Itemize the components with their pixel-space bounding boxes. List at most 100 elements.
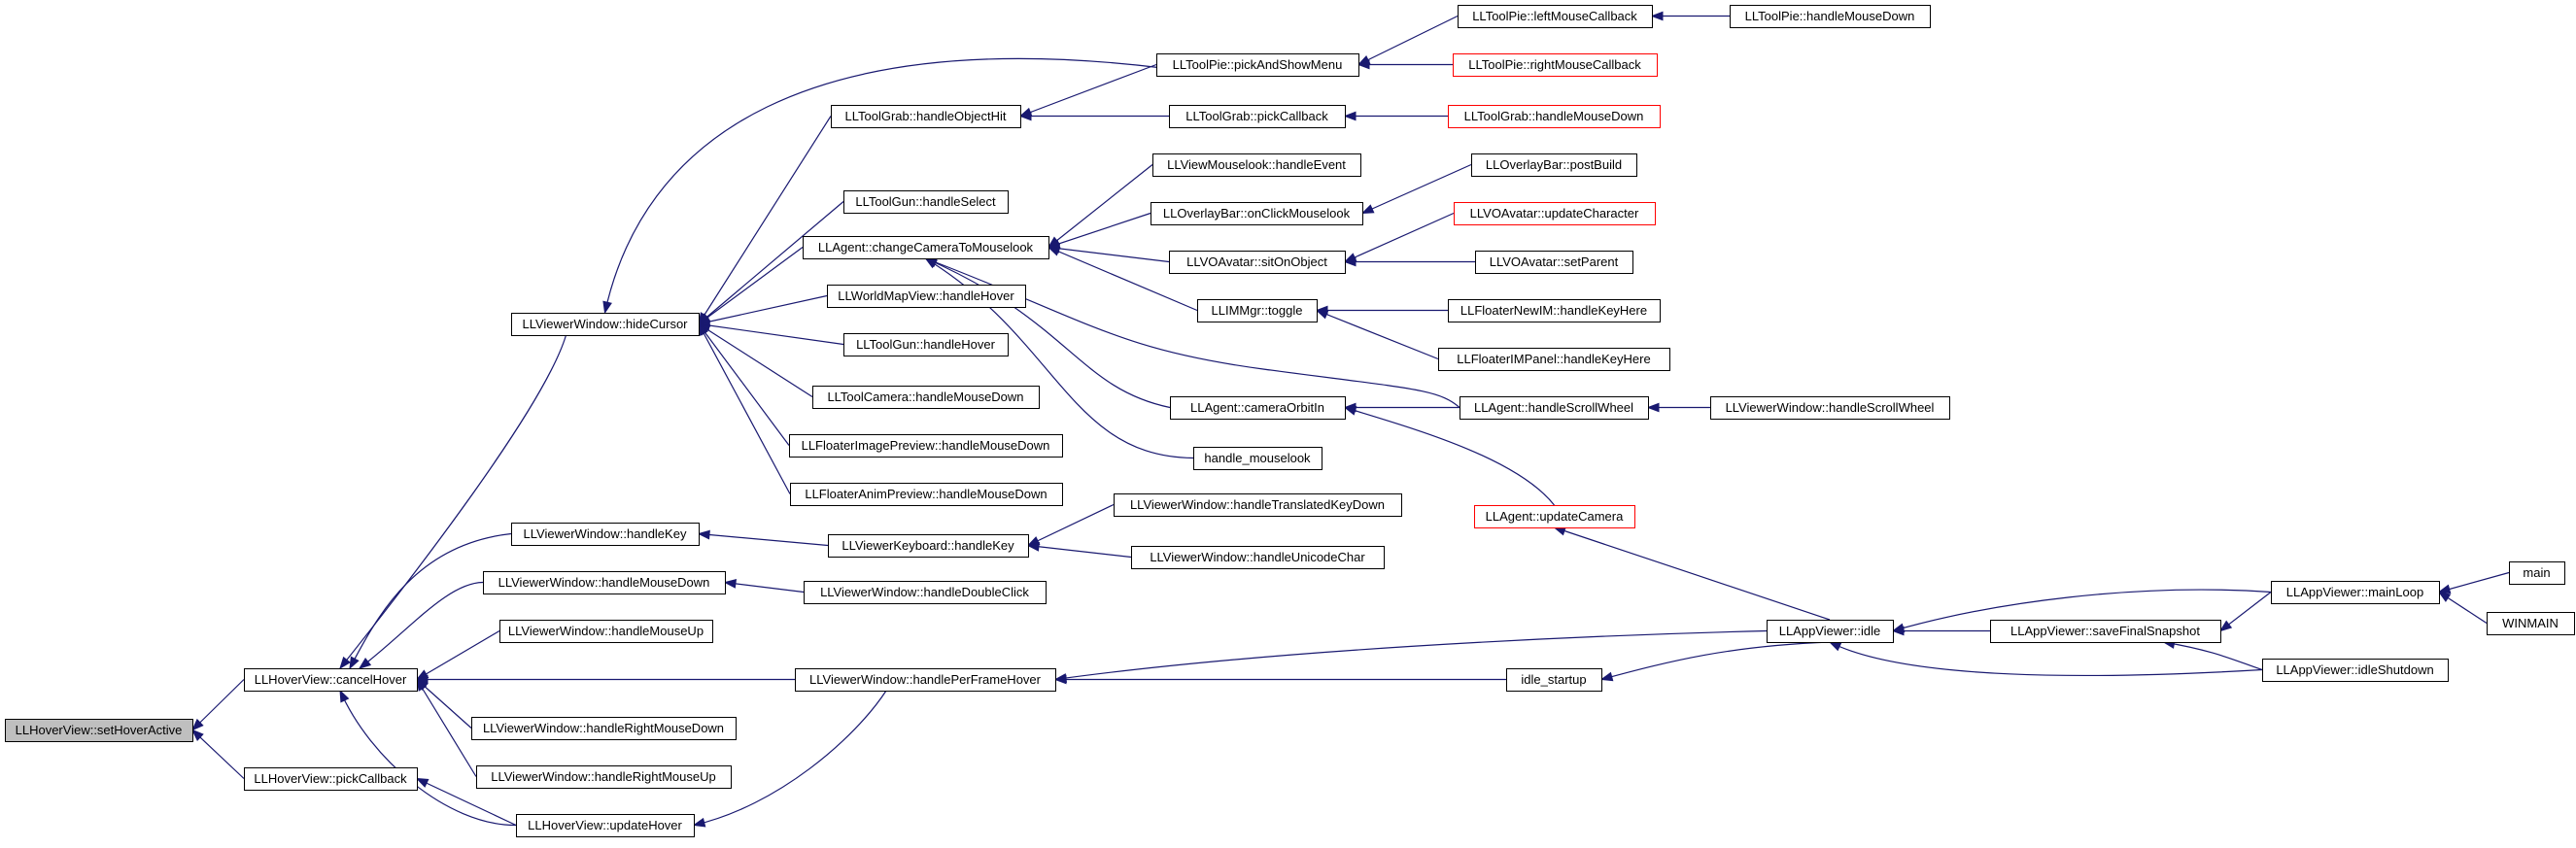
node-box <box>511 313 700 336</box>
arrowhead <box>1315 309 1329 320</box>
node-label: LLOverlayBar::onClickMouselook <box>1163 206 1351 220</box>
arrowhead <box>723 579 738 589</box>
edge-kb-handle-key-to-vw-handle-key <box>698 532 829 547</box>
node-im-toggle[interactable]: LLIMMgr::toggle <box>1197 299 1318 322</box>
node-idle-startup[interactable]: idle_startup <box>1506 668 1602 692</box>
edge-vw-right-up-to-cancel-hover <box>416 679 477 777</box>
node-vw-right-up[interactable]: LLViewerWindow::handleRightMouseUp <box>476 765 732 789</box>
node-label: LLHoverView::updateHover <box>528 818 682 832</box>
node-label: LLViewerWindow::handlePerFrameHover <box>809 672 1042 687</box>
node-pie-mouse-down[interactable]: LLToolPie::handleMouseDown <box>1730 5 1931 28</box>
node-vw-mouse-down[interactable]: LLViewerWindow::handleMouseDown <box>483 571 726 594</box>
node-label: LLFloaterImagePreview::handleMouseDown <box>802 438 1050 453</box>
node-label: LLIMMgr::toggle <box>1212 303 1303 318</box>
node-main[interactable]: main <box>2509 561 2565 585</box>
node-cancel-hover[interactable]: LLHoverView::cancelHover <box>244 668 418 692</box>
node-anim-preview[interactable]: LLFloaterAnimPreview::handleMouseDown <box>790 483 1063 506</box>
node-vw-handle-key[interactable]: LLViewerWindow::handleKey <box>511 523 700 546</box>
node-winmain[interactable]: WINMAIN <box>2487 612 2575 635</box>
node-update-camera[interactable]: LLAgent::updateCamera <box>1474 505 1635 528</box>
node-ob-click-ml[interactable]: LLOverlayBar::onClickMouselook <box>1151 202 1363 225</box>
node-box <box>5 719 193 742</box>
node-label: LLViewerWindow::handleScrollWheel <box>1726 400 1935 415</box>
node-box <box>2271 581 2440 604</box>
node-hide-cursor[interactable]: LLViewerWindow::hideCursor <box>511 313 700 336</box>
node-label: LLFloaterAnimPreview::handleMouseDown <box>805 487 1047 501</box>
node-label: LLHoverView::cancelHover <box>255 672 407 687</box>
edge-update-hover-to-cancel-hover <box>339 690 517 827</box>
node-box <box>1990 620 2221 643</box>
node-unicode-char[interactable]: LLViewerWindow::handleUnicodeChar <box>1131 546 1385 569</box>
edge-agent-scroll-to-change-cam <box>925 257 1460 408</box>
node-kb-handle-key[interactable]: LLViewerKeyboard::handleKey <box>828 534 1029 558</box>
node-new-imkey[interactable]: LLFloaterNewIM::handleKeyHere <box>1448 299 1661 322</box>
node-pie-right-cb[interactable]: LLToolPie::rightMouseCallback <box>1453 53 1658 77</box>
node-box <box>1156 53 1359 77</box>
node-trans-key-down[interactable]: LLViewerWindow::handleTranslatedKeyDown <box>1114 493 1402 517</box>
node-box <box>2487 612 2575 635</box>
node-upd-char[interactable]: LLVOAvatar::updateCharacter <box>1454 202 1656 225</box>
node-vw-per-frame-hover[interactable]: LLViewerWindow::handlePerFrameHover <box>795 668 1056 692</box>
node-pick-and-show[interactable]: LLToolPie::pickAndShowMenu <box>1156 53 1359 77</box>
node-change-cam[interactable]: LLAgent::changeCameraToMouselook <box>803 236 1049 259</box>
node-save-snapshot[interactable]: LLAppViewer::saveFinalSnapshot <box>1990 620 2221 643</box>
node-set-parent[interactable]: LLVOAvatar::setParent <box>1475 251 1633 274</box>
edge-cam-orbit-in-to-change-cam <box>925 257 1171 409</box>
edge-update-hover-to-pick-callback <box>416 777 517 827</box>
node-img-preview[interactable]: LLFloaterImagePreview::handleMouseDown <box>789 434 1063 458</box>
arrowhead <box>1053 674 1067 685</box>
node-app-idle[interactable]: LLAppViewer::idle <box>1767 620 1894 643</box>
edge-vw-double-click-to-vw-mouse-down <box>724 581 805 594</box>
edges-layer <box>190 11 2510 828</box>
edge-vw-per-frame-hover-to-update-hover <box>693 690 887 827</box>
node-box <box>1151 202 1363 225</box>
node-grab-object-hit[interactable]: LLToolGrab::handleObjectHit <box>831 105 1021 128</box>
node-label: LLAppViewer::mainLoop <box>2286 585 2423 599</box>
node-label: LLToolPie::rightMouseCallback <box>1468 57 1641 72</box>
edge-main-loop-to-app-idle <box>1892 589 2272 632</box>
node-label: LLVOAvatar::sitOnObject <box>1186 254 1327 269</box>
arrowhead <box>1357 59 1370 70</box>
node-set-hover-active[interactable]: LLHoverView::setHoverActive <box>5 719 193 742</box>
node-agent-scroll[interactable]: LLAgent::handleScrollWheel <box>1460 396 1649 420</box>
node-label: LLHoverView::setHoverActive <box>16 723 183 737</box>
node-box <box>483 571 726 594</box>
node-vw-scroll[interactable]: LLViewerWindow::handleScrollWheel <box>1710 396 1950 420</box>
node-gun-hover[interactable]: LLToolGun::handleHover <box>843 333 1009 356</box>
edge-im-toggle-to-change-cam <box>1048 246 1198 312</box>
node-ob-post-build[interactable]: LLOverlayBar::postBuild <box>1471 153 1637 177</box>
node-vw-right-down[interactable]: LLViewerWindow::handleRightMouseDown <box>471 717 737 740</box>
node-vw-mouse-up[interactable]: LLViewerWindow::handleMouseUp <box>499 620 713 643</box>
node-label: LLViewMouselook::handleEvent <box>1167 157 1346 172</box>
node-im-panel-key[interactable]: LLFloaterIMPanel::handleKeyHere <box>1438 348 1670 371</box>
node-label: LLViewerWindow::handleUnicodeChar <box>1150 550 1365 564</box>
arrowhead <box>1360 204 1375 215</box>
node-pie-left-cb[interactable]: LLToolPie::leftMouseCallback <box>1458 5 1653 28</box>
node-vw-double-click[interactable]: LLViewerWindow::handleDoubleClick <box>804 581 1047 604</box>
node-box <box>804 581 1047 604</box>
node-label: LLViewerWindow::hideCursor <box>522 317 688 331</box>
node-grab-mouse-down[interactable]: LLToolGrab::handleMouseDown <box>1448 105 1661 128</box>
edge-upd-char-to-sit-on-object <box>1344 212 1455 263</box>
node-idle-shutdown[interactable]: LLAppViewer::idleShutdown <box>2262 659 2449 682</box>
node-world-map-hover[interactable]: LLWorldMapView::handleHover <box>827 285 1026 308</box>
node-cam-mouse-down[interactable]: LLToolCamera::handleMouseDown <box>812 386 1040 409</box>
edge-world-map-hover-to-hide-cursor <box>698 294 828 325</box>
node-sit-on-object[interactable]: LLVOAvatar::sitOnObject <box>1169 251 1346 274</box>
node-gun-select[interactable]: LLToolGun::handleSelect <box>843 190 1009 214</box>
node-box <box>1460 396 1649 420</box>
edge-anim-preview-to-hide-cursor <box>698 323 791 494</box>
node-cam-orbit-in[interactable]: LLAgent::cameraOrbitIn <box>1170 396 1346 420</box>
node-box <box>1131 546 1385 569</box>
node-grab-pick-cb[interactable]: LLToolGrab::pickCallback <box>1169 105 1346 128</box>
node-main-loop[interactable]: LLAppViewer::mainLoop <box>2271 581 2440 604</box>
node-label: LLToolGun::handleHover <box>856 337 996 352</box>
node-update-hover[interactable]: LLHoverView::updateHover <box>516 814 695 837</box>
node-vml-handle-event[interactable]: LLViewMouselook::handleEvent <box>1152 153 1361 177</box>
node-label: LLViewerKeyboard::handleKey <box>841 538 1014 553</box>
node-pick-callback[interactable]: LLHoverView::pickCallback <box>244 767 418 791</box>
node-box <box>1454 202 1656 225</box>
edge-pick-and-show-to-hide-cursor <box>603 57 1219 314</box>
node-handle-mouselook[interactable]: handle_mouselook <box>1193 447 1322 470</box>
edge-main-to-main-loop <box>2438 571 2510 594</box>
